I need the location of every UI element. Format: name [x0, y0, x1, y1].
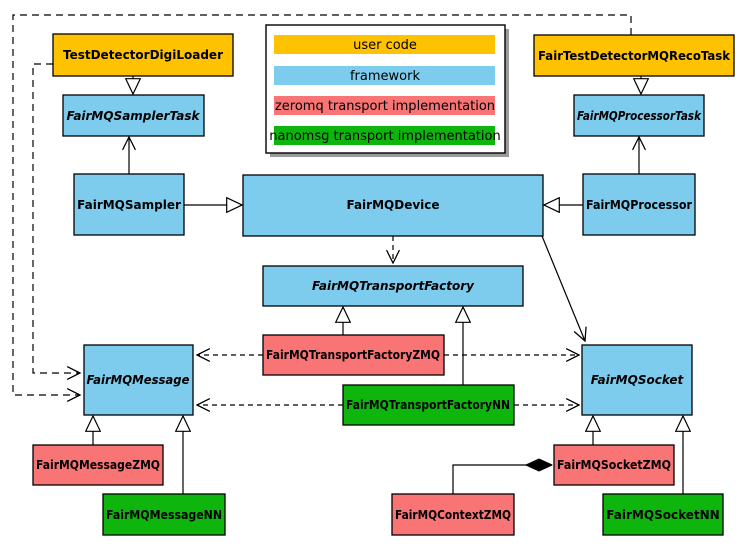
- node-fairtestdetectormqrecotask-label: FairTestDetectorMQRecoTask: [538, 49, 731, 63]
- edges: [12, 14, 683, 494]
- legend: user code framework zeromq transport imp…: [265, 24, 509, 157]
- node-fairtestdetectormqrecotask: FairTestDetectorMQRecoTask: [533, 34, 735, 77]
- legend-label-zeromq: zeromq transport implementation: [275, 99, 495, 114]
- node-fairmqcontextzmq: FairMQContextZMQ: [391, 493, 515, 536]
- node-fairmqsampler-label: FairMQSampler: [77, 198, 181, 212]
- legend-swatch-framework: [274, 66, 495, 85]
- node-fairmqprocessortask: FairMQProcessorTask: [573, 94, 705, 137]
- node-fairmqtransportfactorynn: FairMQTransportFactoryNN: [342, 384, 515, 426]
- node-fairmqprocessor: FairMQProcessor: [582, 173, 696, 236]
- node-fairmqsamplertask: FairMQSamplerTask: [62, 94, 205, 137]
- node-fairmqsocketnn-label: FairMQSocketNN: [606, 508, 719, 522]
- edge-device-socket-arrow: [541, 235, 585, 341]
- node-fairmqtransportfactory-label: FairMQTransportFactory: [312, 279, 475, 293]
- node-fairmqdevice-label: FairMQDevice: [346, 198, 439, 212]
- node-fairmqmessagenn: FairMQMessageNN: [102, 493, 226, 536]
- node-fairmqprocessortask-label: FairMQProcessorTask: [577, 109, 702, 123]
- node-fairmqtransportfactory: FairMQTransportFactory: [262, 265, 524, 307]
- node-fairmqmessagezmq: FairMQMessageZMQ: [32, 444, 164, 486]
- node-fairmqdevice: FairMQDevice: [242, 174, 544, 237]
- edge-digiloader-message-dependency: [32, 63, 80, 373]
- legend-swatch-zeromq: [274, 96, 495, 115]
- node-fairmqtransportfactoryzmq: FairMQTransportFactoryZMQ: [262, 334, 445, 376]
- node-fairmqsocketzmq: FairMQSocketZMQ: [553, 444, 675, 486]
- node-fairmqsocket-label: FairMQSocket: [591, 373, 685, 387]
- node-fairmqsocket: FairMQSocket: [581, 344, 693, 416]
- node-fairmqtransportfactoryzmq-label: FairMQTransportFactoryZMQ: [266, 348, 440, 362]
- node-fairmqprocessor-label: FairMQProcessor: [586, 198, 692, 212]
- node-testdetectordigiloader: TestDetectorDigiLoader: [52, 33, 234, 77]
- node-fairmqmessage-label: FairMQMessage: [87, 373, 190, 387]
- node-fairmqsamplertask-label: FairMQSamplerTask: [67, 109, 201, 123]
- legend-swatch-user-code: [274, 35, 495, 54]
- edge-contextzmq-socketzmq-composition: [452, 465, 552, 494]
- legend-label-nanomsg: nanomsg transport implementation: [269, 129, 500, 144]
- legend-swatch-nanomsg: [274, 126, 495, 145]
- node-testdetectordigiloader-label: TestDetectorDigiLoader: [63, 48, 223, 62]
- node-fairmqsocketnn: FairMQSocketNN: [602, 493, 724, 536]
- node-fairmqsocketzmq-label: FairMQSocketZMQ: [557, 458, 671, 472]
- node-fairmqtransportfactorynn-label: FairMQTransportFactoryNN: [346, 398, 510, 412]
- node-fairmqmessage: FairMQMessage: [83, 344, 194, 416]
- node-fairmqmessagezmq-label: FairMQMessageZMQ: [36, 458, 160, 472]
- legend-label-framework: framework: [350, 69, 420, 84]
- edge-recotask-message-dependency: [12, 14, 632, 395]
- node-fairmqsampler: FairMQSampler: [73, 173, 185, 236]
- legend-label-user-code: user code: [353, 38, 417, 53]
- node-fairmqmessagenn-label: FairMQMessageNN: [106, 508, 222, 522]
- node-fairmqcontextzmq-label: FairMQContextZMQ: [395, 508, 511, 522]
